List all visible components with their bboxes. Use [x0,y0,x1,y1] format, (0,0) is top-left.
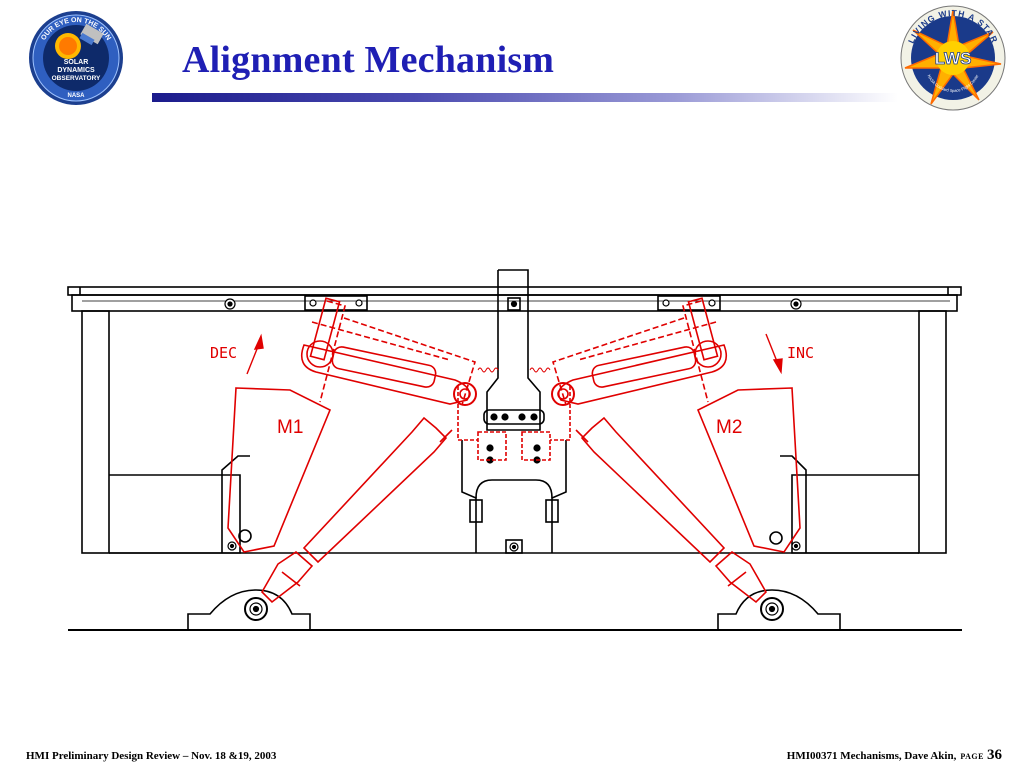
sdo-line-2: DYNAMICS [57,67,95,74]
inc-label: INC [787,344,814,362]
alignment-mechanism-diagram: DEC INC M1 M2 [67,269,962,631]
inc-arrow [765,333,779,365]
page-number: 36 [987,747,1002,763]
motor-m1 [227,387,332,553]
sdo-bottom-text: NASA [67,93,85,99]
lws-logo: LIVING WITH A STAR LWS NASA Goddard Spac… [900,5,1006,111]
right-actuator-rod [580,416,726,564]
base-structure [67,269,962,631]
page-label: PAGE [960,752,984,761]
motor-m2 [696,387,801,553]
direction-arrows [246,333,783,375]
m2-label: M2 [716,417,742,438]
m1-label: M1 [277,417,303,438]
sdo-line-3: OBSERVATORY [52,75,101,82]
sdo-logo: OUR EYE ON THE SUN SOLAR DYNAMICS OBSERV… [29,11,123,105]
dec-label: DEC [210,344,237,362]
title-divider [152,93,898,102]
sdo-line-1: SOLAR [64,59,89,66]
left-actuator-rod [302,416,448,564]
lws-center-text: LWS [935,49,972,68]
mechanism-linkages [227,297,801,604]
footer-left: HMI Preliminary Design Review – Nov. 18 … [26,750,277,762]
left-crank-arm [300,344,471,405]
page-title: Alignment Mechanism [182,39,555,81]
right-crank-arm [557,344,728,405]
footer-author: HMI00371 Mechanisms, Dave Akin, [786,750,957,762]
